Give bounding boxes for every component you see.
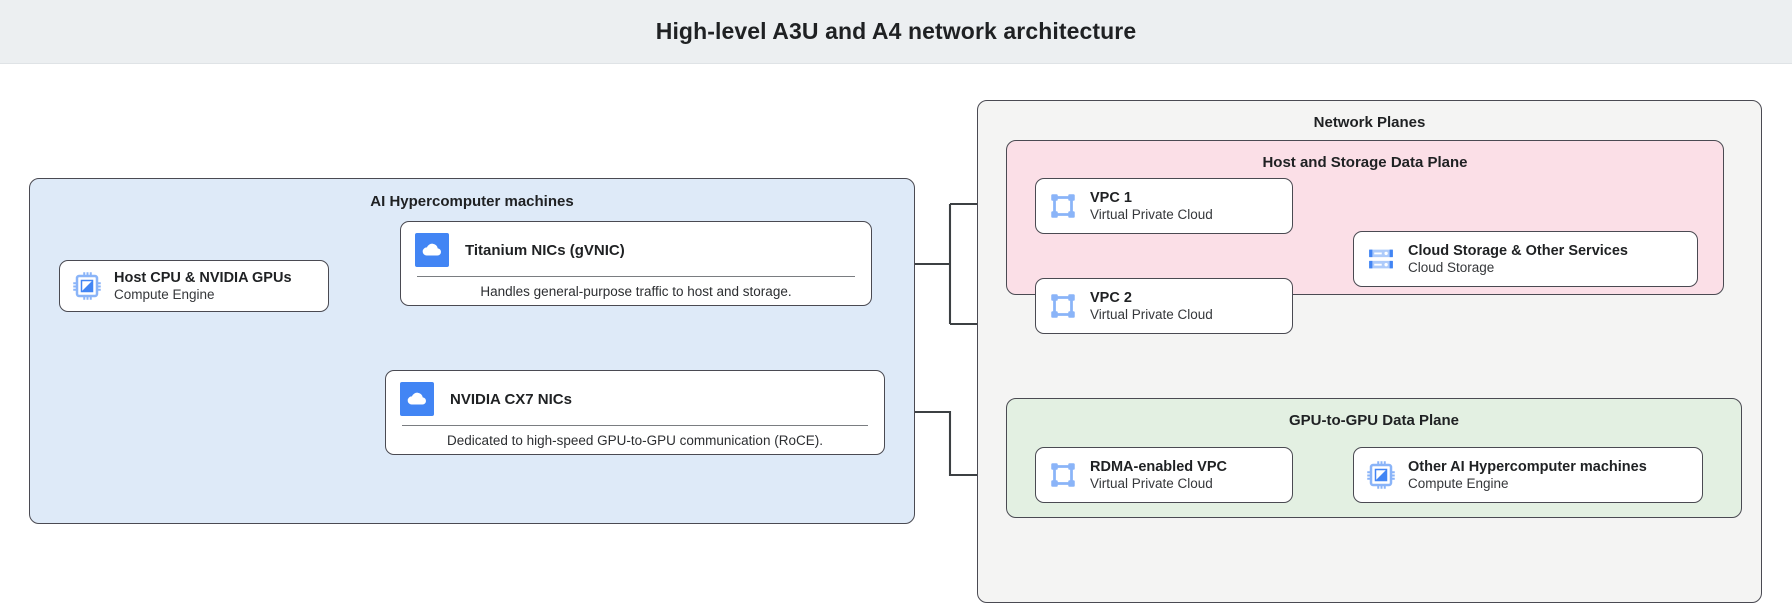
card-cx7-head: NVIDIA CX7 NICs bbox=[386, 371, 884, 425]
vpc-icon bbox=[1048, 291, 1078, 321]
node-vpc2-text: VPC 2 Virtual Private Cloud bbox=[1090, 289, 1213, 324]
node-vpc1-text: VPC 1 Virtual Private Cloud bbox=[1090, 189, 1213, 224]
cpu-chip-icon bbox=[1366, 460, 1396, 490]
group-label-network-planes: Network Planes bbox=[1313, 114, 1426, 131]
card-cx7-caption: Dedicated to high-speed GPU-to-GPU commu… bbox=[447, 432, 823, 448]
card-titanium-head: Titanium NICs (gVNIC) bbox=[401, 222, 871, 276]
node-rdma-text: RDMA-enabled VPC Virtual Private Cloud bbox=[1090, 458, 1227, 493]
group-label-gpu-plane: GPU-to-GPU Data Plane bbox=[1288, 412, 1460, 429]
node-host-cpu-gpus[interactable]: Host CPU & NVIDIA GPUs Compute Engine bbox=[59, 260, 329, 312]
node-host-text: Host CPU & NVIDIA GPUs Compute Engine bbox=[114, 269, 292, 304]
node-othermachines-text: Other AI Hypercomputer machines Compute … bbox=[1408, 458, 1647, 493]
card-cx7-title: NVIDIA CX7 NICs bbox=[450, 390, 572, 408]
card-titanium-divider bbox=[417, 276, 855, 278]
node-rdma-subtitle: Virtual Private Cloud bbox=[1090, 475, 1213, 491]
node-vpc-2[interactable]: VPC 2 Virtual Private Cloud bbox=[1035, 278, 1293, 334]
card-cx7-divider bbox=[402, 425, 868, 427]
page-title: High-level A3U and A4 network architectu… bbox=[655, 18, 1137, 44]
node-rdma-enabled-vpc[interactable]: RDMA-enabled VPC Virtual Private Cloud bbox=[1035, 447, 1293, 503]
cloud-storage-icon bbox=[1366, 244, 1396, 274]
vpc-icon bbox=[1048, 191, 1078, 221]
cloud-icon bbox=[415, 233, 449, 267]
node-storage-subtitle: Cloud Storage bbox=[1408, 259, 1495, 275]
node-other-ai-hypercomputer-machines[interactable]: Other AI Hypercomputer machines Compute … bbox=[1353, 447, 1703, 503]
card-nvidia-cx7-nics[interactable]: NVIDIA CX7 NICs Dedicated to high-speed … bbox=[385, 370, 885, 455]
cpu-chip-icon bbox=[72, 271, 102, 301]
card-titanium-caption: Handles general-purpose traffic to host … bbox=[480, 283, 792, 299]
node-vpc2-subtitle: Virtual Private Cloud bbox=[1090, 306, 1213, 322]
card-titanium-nics[interactable]: Titanium NICs (gVNIC) Handles general-pu… bbox=[400, 221, 872, 306]
node-storage-text: Cloud Storage & Other Services Cloud Sto… bbox=[1408, 242, 1628, 277]
node-vpc1-subtitle: Virtual Private Cloud bbox=[1090, 206, 1213, 222]
header-bar: High-level A3U and A4 network architectu… bbox=[0, 0, 1792, 64]
node-rdma-title: RDMA-enabled VPC bbox=[1090, 458, 1227, 475]
group-label-host-storage: Host and Storage Data Plane bbox=[1262, 154, 1468, 171]
node-othermachines-title: Other AI Hypercomputer machines bbox=[1408, 458, 1647, 475]
node-othermachines-subtitle: Compute Engine bbox=[1408, 475, 1509, 491]
node-host-title: Host CPU & NVIDIA GPUs bbox=[114, 269, 292, 286]
group-label-machines: AI Hypercomputer machines bbox=[370, 193, 574, 210]
cloud-icon bbox=[400, 382, 434, 416]
vpc-icon bbox=[1048, 460, 1078, 490]
node-host-subtitle: Compute Engine bbox=[114, 286, 215, 302]
node-vpc1-title: VPC 1 bbox=[1090, 189, 1132, 206]
node-cloud-storage[interactable]: Cloud Storage & Other Services Cloud Sto… bbox=[1353, 231, 1698, 287]
node-vpc2-title: VPC 2 bbox=[1090, 289, 1132, 306]
node-storage-title: Cloud Storage & Other Services bbox=[1408, 242, 1628, 259]
card-titanium-title: Titanium NICs (gVNIC) bbox=[465, 241, 625, 259]
node-vpc-1[interactable]: VPC 1 Virtual Private Cloud bbox=[1035, 178, 1293, 234]
diagram-canvas: AI Hypercomputer machines Network Planes… bbox=[0, 64, 1792, 603]
